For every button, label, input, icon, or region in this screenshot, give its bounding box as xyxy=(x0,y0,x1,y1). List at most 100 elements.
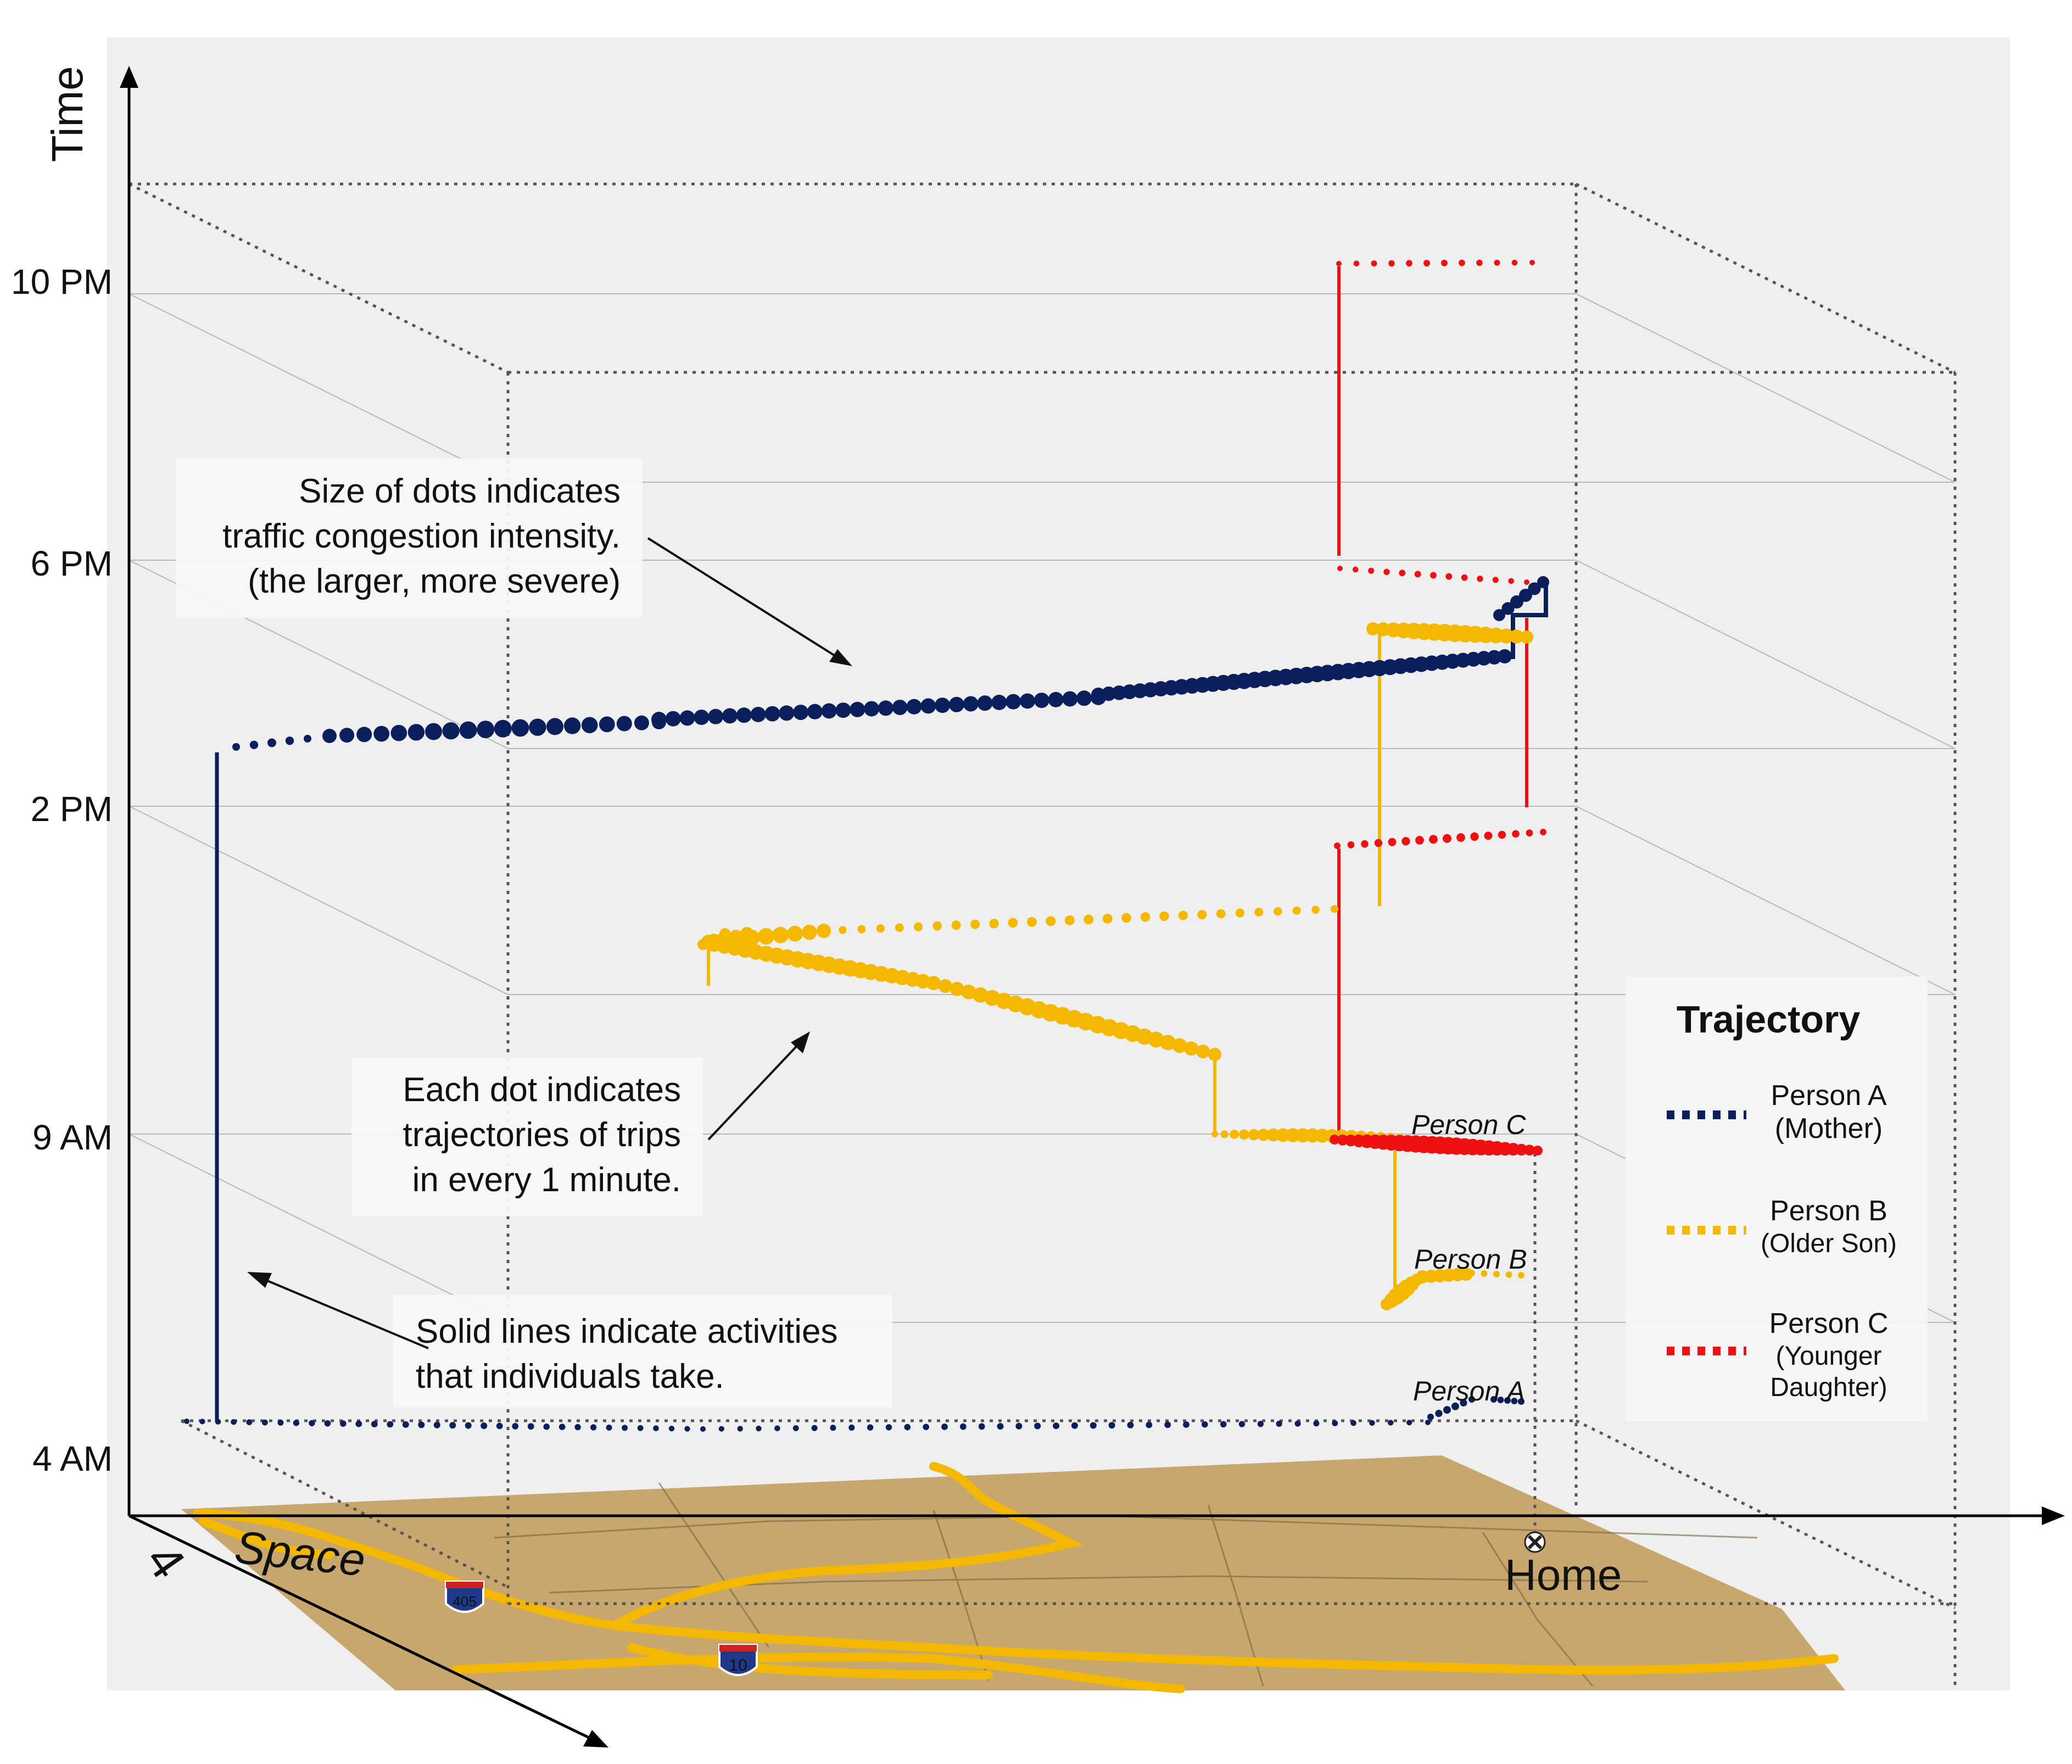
trajectory-dot xyxy=(199,1419,205,1425)
legend-item-person-b-sub: (Older Son) xyxy=(1761,1229,1897,1258)
trajectory-dot xyxy=(293,1420,300,1426)
trajectory-dot xyxy=(1159,911,1169,922)
trajectory-dot xyxy=(246,1419,253,1426)
trajectory-dot xyxy=(1257,1129,1270,1141)
space-axis-diagonal-arrowhead xyxy=(583,1730,608,1748)
trajectory-dot xyxy=(807,704,823,719)
trajectory-dot xyxy=(340,1420,347,1427)
trajectory-dot xyxy=(606,1425,612,1431)
base-map xyxy=(181,1455,1845,1690)
person-b-trajectory xyxy=(697,622,1533,1310)
trajectory-dot xyxy=(1238,1421,1246,1427)
trajectory-dot xyxy=(850,701,865,717)
trajectory-dot xyxy=(895,923,904,932)
trajectory-dot xyxy=(1526,829,1533,837)
trajectory-dot xyxy=(701,935,716,949)
trajectory-dot xyxy=(1388,838,1397,846)
trajectory-dot xyxy=(1248,1129,1260,1141)
trajectory-dot xyxy=(1108,1422,1115,1429)
trajectory-dot xyxy=(1230,1130,1239,1139)
interstate-10-shield: 10 xyxy=(718,1644,758,1676)
trajectory-dot xyxy=(1121,913,1131,923)
trajectory-dot xyxy=(1337,566,1343,571)
trajectory-dot xyxy=(1401,837,1410,846)
trajectory-dot xyxy=(1490,1396,1497,1403)
tick-4am: 4 AM xyxy=(32,1439,113,1478)
trajectory-dot xyxy=(616,716,632,732)
trajectory-dot xyxy=(1305,1128,1320,1143)
trajectory-dot xyxy=(1332,1420,1338,1426)
trajectory-dot xyxy=(729,931,745,947)
trajectory-dot xyxy=(1499,628,1514,644)
trajectory-dot xyxy=(1533,1146,1543,1155)
home-label: Home xyxy=(1505,1550,1622,1599)
trajectory-dot xyxy=(756,1425,762,1432)
trajectory-dot xyxy=(835,702,851,718)
trajectory-dot xyxy=(914,922,923,931)
trajectory-dot xyxy=(622,1425,628,1431)
trajectory-dot xyxy=(802,924,817,940)
trajectory-dot xyxy=(1540,829,1546,835)
trajectory-dot xyxy=(599,716,615,733)
trajectory-dot xyxy=(324,1420,331,1427)
legend-item-person-a-name: Person A xyxy=(1771,1080,1886,1112)
trajectory-dot xyxy=(496,1422,503,1430)
trajectory-dot xyxy=(793,705,809,721)
trajectory-dot xyxy=(1164,1421,1171,1428)
trajectory-dot xyxy=(1366,622,1380,635)
trajectory-dot xyxy=(867,1424,874,1431)
trajectory-dot xyxy=(215,1419,221,1425)
tick-6pm: 6 PM xyxy=(31,544,113,583)
trajectory-dot xyxy=(736,707,752,723)
trajectory-dot xyxy=(932,921,942,931)
trajectory-dot xyxy=(1353,566,1359,573)
trajectory-dot xyxy=(1292,906,1301,915)
trajectory-dot xyxy=(892,700,908,716)
trajectory-dot xyxy=(546,718,563,735)
trajectory-dot xyxy=(1461,574,1468,581)
trajectory-dot xyxy=(1266,1128,1280,1142)
trajectory-dot xyxy=(425,723,442,740)
trajectory-dot xyxy=(1451,1402,1459,1410)
trajectory-dot xyxy=(1459,259,1465,266)
trajectory-dot xyxy=(1368,567,1375,574)
trajectory-dot xyxy=(1470,832,1479,841)
trajectory-dot xyxy=(1399,570,1406,577)
trajectory-dot xyxy=(304,735,311,743)
trajectory-dot xyxy=(1425,1420,1431,1425)
tick-10pm: 10 PM xyxy=(11,262,113,302)
trajectory-dot xyxy=(184,1419,189,1424)
trajectory-dot xyxy=(1429,835,1438,844)
trajectory-dot xyxy=(1414,571,1421,578)
time-axis-title: Time xyxy=(43,66,92,162)
trajectory-dot xyxy=(590,1424,597,1431)
trajectory-dot xyxy=(820,927,828,935)
trajectory-dot xyxy=(407,724,425,741)
trajectory-dot xyxy=(1524,579,1529,585)
home-marker xyxy=(1524,1531,1546,1553)
trajectory-dot xyxy=(1127,1421,1134,1428)
trajectory-dot xyxy=(722,708,738,724)
trajectory-dot xyxy=(512,1423,519,1430)
trajectory-dot xyxy=(1481,1270,1488,1277)
trajectory-dot xyxy=(1062,691,1078,707)
trajectory-dot xyxy=(637,1425,644,1431)
trajectory-dot xyxy=(1493,1271,1500,1277)
annotation-dot-size: Size of dots indicates traffic congestio… xyxy=(176,459,643,618)
time-tick-labels: 10 PM 6 PM 2 PM 9 AM 4 AM xyxy=(11,262,113,1478)
trajectory-dot xyxy=(1484,831,1493,840)
trajectory-dot xyxy=(1494,259,1500,266)
trajectory-dot xyxy=(700,1426,706,1432)
trajectory-dot xyxy=(1254,908,1264,917)
annotation-arrows xyxy=(247,537,852,1349)
trajectory-dot xyxy=(938,979,952,993)
trajectory-dot xyxy=(1406,1420,1412,1426)
trajectory-dot xyxy=(1441,259,1448,266)
trajectory-dot xyxy=(978,1423,985,1430)
trajectory-dot xyxy=(1529,260,1535,265)
trajectory-dot xyxy=(772,926,789,944)
trajectory-dot xyxy=(465,1422,472,1429)
legend-item-person-a-sub: (Mother) xyxy=(1775,1113,1883,1145)
trajectory-dot xyxy=(1528,582,1541,595)
trajectory-dot xyxy=(1202,1421,1208,1428)
